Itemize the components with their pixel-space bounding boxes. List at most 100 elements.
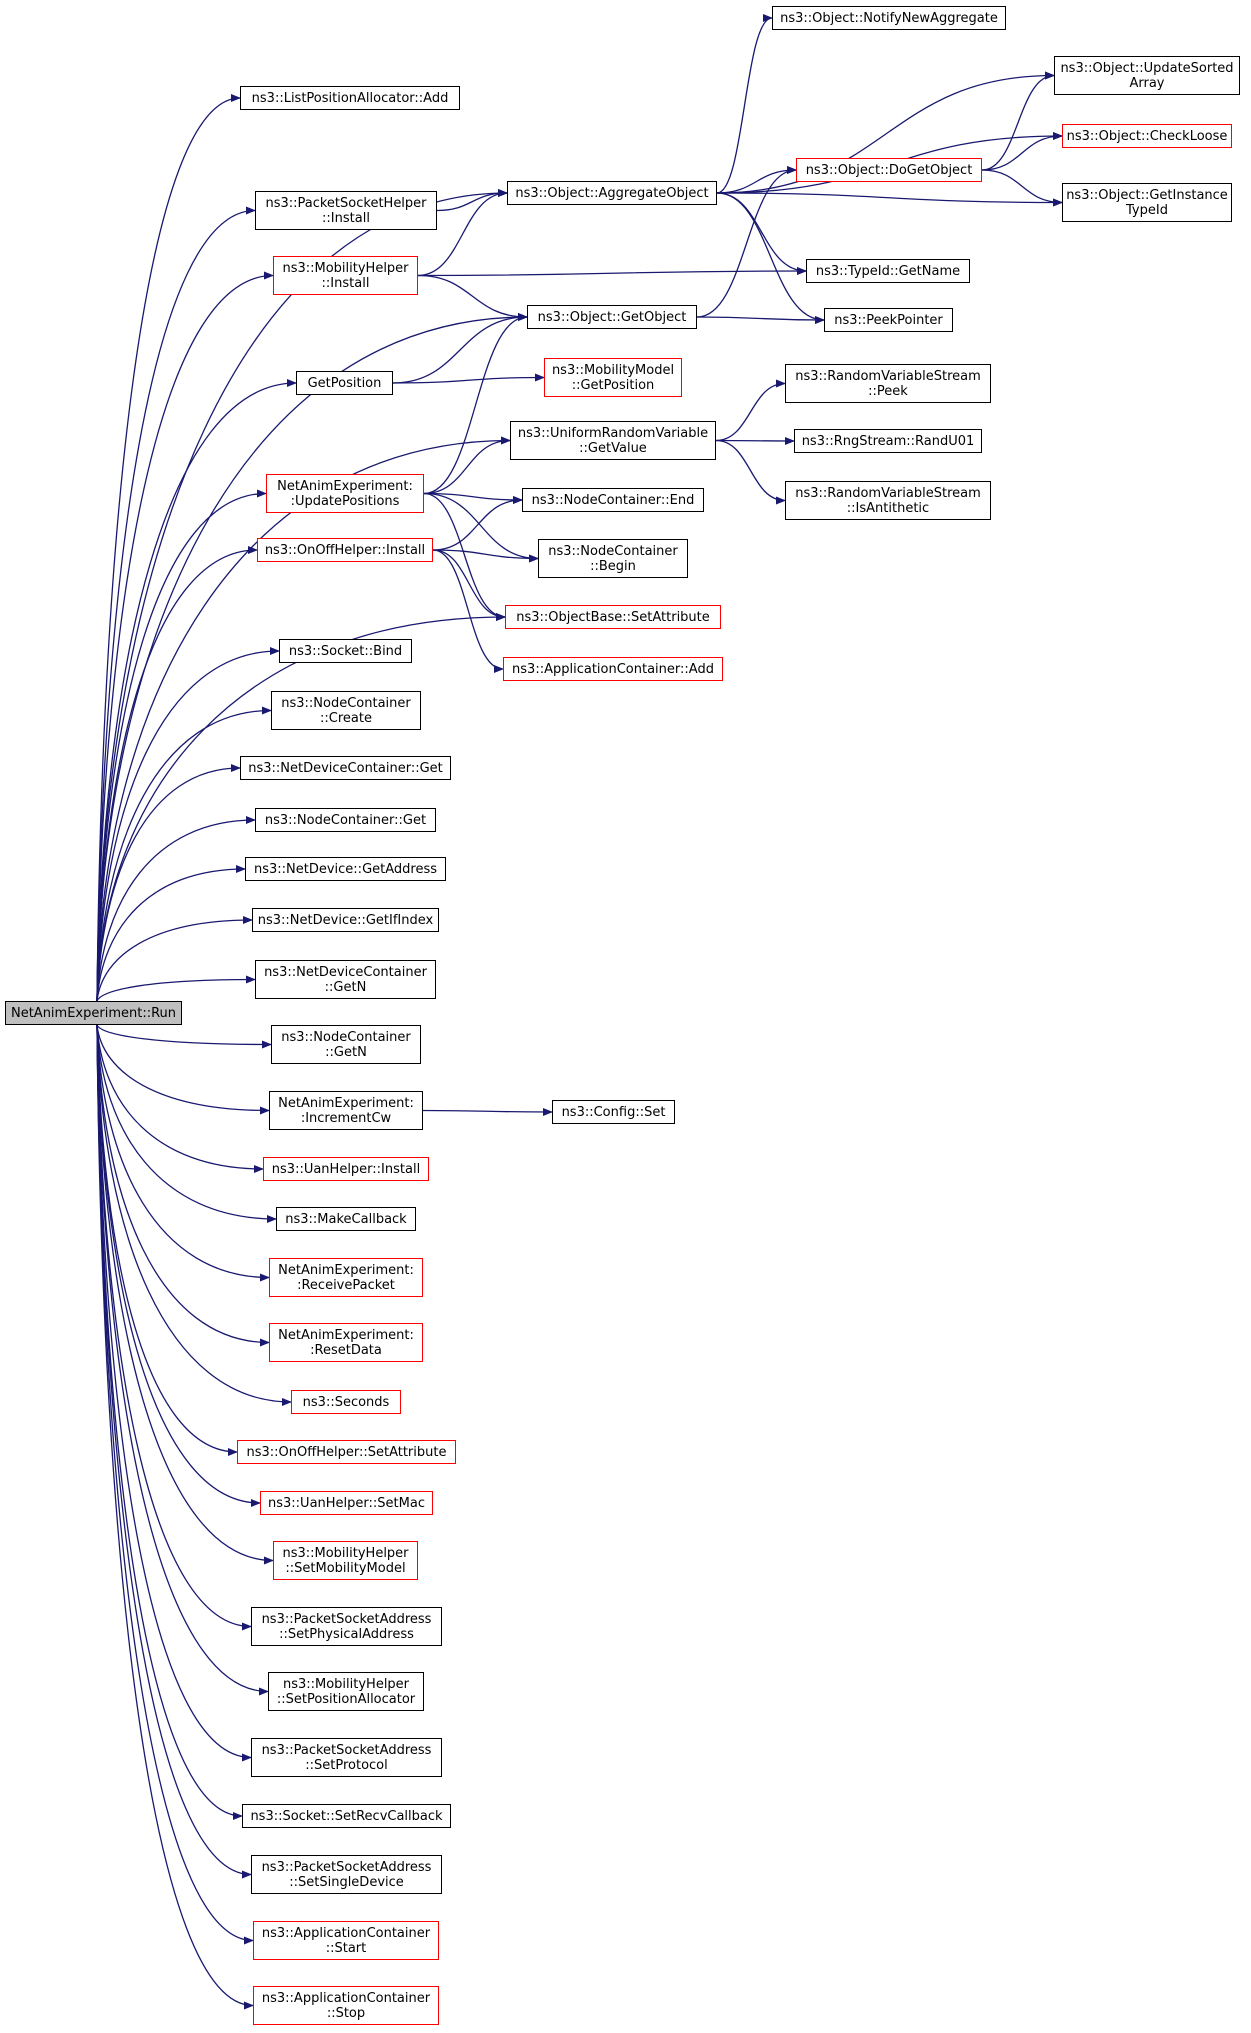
node-mh-install[interactable]: ns3::MobilityHelper::Install — [273, 256, 418, 295]
node-label-line: ns3::RandomVariableStream — [795, 368, 981, 384]
node-getposition[interactable]: GetPosition — [296, 371, 393, 395]
edge-run-to-urv-getvalue — [96, 436, 511, 1002]
node-nae-resetdata[interactable]: NetAnimExperiment::ResetData — [269, 1323, 423, 1362]
node-mh-setposalloc[interactable]: ns3::MobilityHelper::SetPositionAllocato… — [268, 1672, 424, 1711]
node-nc-create[interactable]: ns3::NodeContainer::Create — [271, 691, 421, 730]
node-label-line: ns3::PacketSocketAddress — [261, 1859, 432, 1875]
node-peekpointer[interactable]: ns3::PeekPointer — [824, 308, 953, 332]
node-urv-getvalue[interactable]: ns3::UniformRandomVariable::GetValue — [510, 421, 716, 460]
edge-nae-updatepos-to-nc-end — [423, 492, 523, 504]
node-psa-setproto[interactable]: ns3::PacketSocketAddress::SetProtocol — [251, 1738, 442, 1777]
node-obj-checkloose[interactable]: ns3::Object::CheckLoose — [1062, 124, 1232, 148]
node-nd-getifindex[interactable]: ns3::NetDevice::GetIfIndex — [252, 908, 439, 932]
node-psa-setsingle[interactable]: ns3::PacketSocketAddress::SetSingleDevic… — [251, 1855, 442, 1894]
node-seconds[interactable]: ns3::Seconds — [291, 1390, 401, 1414]
node-psa-setphys[interactable]: ns3::PacketSocketAddress::SetPhysicalAdd… — [251, 1607, 442, 1646]
node-label-line: ns3::Object::AggregateObject — [515, 185, 709, 201]
node-label-line: ns3::NetDeviceContainer::Get — [248, 760, 443, 776]
node-ac-start[interactable]: ns3::ApplicationContainer::Start — [253, 1921, 439, 1960]
edge-run-to-ooh-install — [96, 546, 258, 1002]
node-uan-setmac[interactable]: ns3::UanHelper::SetMac — [260, 1491, 433, 1515]
node-obj-dogetobject[interactable]: ns3::Object::DoGetObject — [796, 158, 982, 182]
edge-psh-install-to-obj-aggregate — [436, 189, 508, 212]
node-label-line: ns3::NetDeviceContainer — [264, 964, 427, 980]
node-makecallback[interactable]: ns3::MakeCallback — [276, 1207, 416, 1231]
edge-run-to-psa-setsingle — [96, 1024, 252, 1879]
node-config-set[interactable]: ns3::Config::Set — [552, 1100, 675, 1124]
node-obj-notifynewagg[interactable]: ns3::Object::NotifyNewAggregate — [772, 6, 1006, 30]
node-typeid-getname[interactable]: ns3::TypeId::GetName — [806, 259, 970, 283]
node-label-line: ns3::PeekPointer — [834, 312, 943, 328]
edge-obj-aggregate-to-obj-dogetobject — [716, 166, 797, 194]
edge-mh-install-to-typeid-getname — [417, 267, 807, 277]
node-label-line: ns3::PacketSocketAddress — [261, 1742, 432, 1758]
node-label-line: NetAnimExperiment: — [277, 478, 413, 494]
edge-obj-dogetobject-to-obj-getinstance — [981, 169, 1063, 207]
node-ob-setattr[interactable]: ns3::ObjectBase::SetAttribute — [505, 605, 721, 629]
node-obj-aggregate[interactable]: ns3::Object::AggregateObject — [507, 181, 717, 205]
node-label-line: ns3::ApplicationContainer — [261, 1925, 431, 1941]
edge-nae-inccw-to-config-set — [422, 1107, 553, 1116]
node-obj-getobject[interactable]: ns3::Object::GetObject — [527, 305, 697, 329]
node-label-line: ::SetPositionAllocator — [276, 1691, 416, 1707]
node-nd-getaddress[interactable]: ns3::NetDevice::GetAddress — [245, 857, 446, 881]
node-label-line: ns3::UniformRandomVariable — [517, 425, 709, 441]
node-label-line: ns3::ApplicationContainer::Add — [512, 661, 714, 677]
node-label-line: ns3::MobilityModel — [551, 362, 675, 378]
node-run: NetAnimExperiment::Run — [5, 1001, 182, 1025]
node-nae-updatepos[interactable]: NetAnimExperiment::UpdatePositions — [266, 474, 424, 513]
node-uan-install[interactable]: ns3::UanHelper::Install — [263, 1157, 429, 1181]
node-rvs-peek[interactable]: ns3::RandomVariableStream::Peek — [785, 364, 991, 403]
node-label-line: ::GetPosition — [571, 377, 655, 393]
edge-urv-getvalue-to-rvs-peek — [715, 379, 786, 442]
node-lpa-add[interactable]: ns3::ListPositionAllocator::Add — [240, 86, 460, 110]
node-ndc-get[interactable]: ns3::NetDeviceContainer::Get — [240, 756, 451, 780]
node-socket-bind[interactable]: ns3::Socket::Bind — [279, 639, 412, 663]
node-nc-end[interactable]: ns3::NodeContainer::End — [522, 488, 704, 512]
node-rng-randu01[interactable]: ns3::RngStream::RandU01 — [794, 429, 982, 453]
edge-run-to-socket-setrecvcb — [96, 1024, 243, 1820]
node-nc-get[interactable]: ns3::NodeContainer::Get — [255, 808, 436, 832]
node-ooh-setattr[interactable]: ns3::OnOffHelper::SetAttribute — [237, 1440, 456, 1464]
node-label-line: ns3::Object::DoGetObject — [805, 162, 973, 178]
node-label-line: ns3::NetDevice::GetIfIndex — [257, 912, 434, 928]
node-label-line: ::Begin — [590, 558, 636, 574]
node-ooh-install[interactable]: ns3::OnOffHelper::Install — [257, 538, 433, 562]
node-nae-recvpkt[interactable]: NetAnimExperiment::ReceivePacket — [269, 1258, 423, 1297]
edge-mh-install-to-obj-getobject — [417, 274, 528, 321]
node-label-line: ns3::OnOffHelper::SetAttribute — [246, 1444, 447, 1460]
node-label-line: ::SetPhysicalAddress — [279, 1626, 414, 1642]
node-ac-add[interactable]: ns3::ApplicationContainer::Add — [503, 657, 723, 681]
node-ac-stop[interactable]: ns3::ApplicationContainer::Stop — [253, 1986, 439, 2025]
node-label-line: :ResetData — [310, 1342, 382, 1358]
node-label-line: ns3::MakeCallback — [285, 1211, 407, 1227]
node-label-line: ns3::MobilityHelper — [282, 260, 409, 276]
node-label-line: ns3::Object::GetInstance — [1066, 187, 1228, 203]
node-nae-inccw[interactable]: NetAnimExperiment::IncrementCw — [269, 1091, 423, 1130]
edge-nae-updatepos-to-urv-getvalue — [423, 436, 511, 495]
edge-run-to-mh-setposalloc — [96, 1024, 269, 1696]
node-psh-install[interactable]: ns3::PacketSocketHelper::Install — [255, 191, 437, 230]
node-label-line: :IncrementCw — [300, 1110, 392, 1126]
node-label-line: ns3::RngStream::RandU01 — [801, 433, 975, 449]
node-label-line: ::SetProtocol — [305, 1757, 388, 1773]
node-label-line: ns3::Socket::SetRecvCallback — [250, 1808, 443, 1824]
node-nc-getn[interactable]: ns3::NodeContainer::GetN — [271, 1025, 421, 1064]
node-mh-setmobmodel[interactable]: ns3::MobilityHelper::SetMobilityModel — [273, 1541, 418, 1580]
edge-run-to-ndc-getn — [96, 975, 256, 1002]
edge-urv-getvalue-to-rng-randu01 — [715, 436, 795, 445]
edge-obj-getobject-to-peekpointer — [696, 315, 825, 324]
node-ndc-getn[interactable]: ns3::NetDeviceContainer::GetN — [255, 960, 436, 999]
node-nc-begin[interactable]: ns3::NodeContainer::Begin — [538, 539, 688, 578]
node-label-line: ::Create — [320, 710, 372, 726]
node-label-line: NetAnimExperiment::Run — [10, 1005, 177, 1021]
node-rvs-isanti[interactable]: ns3::RandomVariableStream::IsAntithetic — [785, 481, 991, 520]
node-label-line: ns3::PacketSocketHelper — [265, 195, 427, 211]
node-mm-getposition[interactable]: ns3::MobilityModel::GetPosition — [544, 358, 682, 397]
edge-nae-updatepos-to-obj-getobject — [423, 313, 528, 495]
node-socket-setrecvcb[interactable]: ns3::Socket::SetRecvCallback — [242, 1804, 451, 1828]
node-label-line: ns3::Object::GetObject — [537, 309, 687, 325]
